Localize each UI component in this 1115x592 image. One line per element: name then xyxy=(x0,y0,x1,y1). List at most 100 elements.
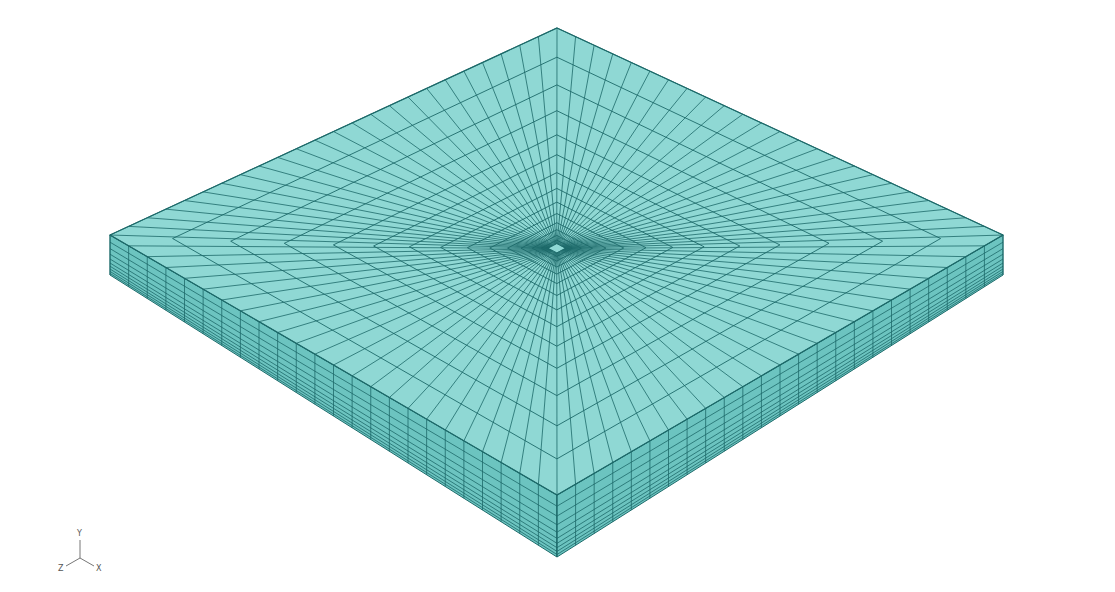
element-edge xyxy=(705,408,706,463)
mesh-radial xyxy=(559,88,687,245)
axis-label: Z xyxy=(58,565,63,573)
element-edge xyxy=(333,365,334,416)
axis-label: X xyxy=(96,565,101,573)
axis-triad xyxy=(66,540,94,566)
element-edge xyxy=(965,257,966,299)
element-edge xyxy=(389,398,390,452)
mesh-radial xyxy=(408,97,554,245)
element-edge xyxy=(947,268,948,311)
mesh-radial xyxy=(557,253,594,474)
element-edge xyxy=(1003,235,1004,275)
mesh-radial xyxy=(565,226,984,248)
element-edge xyxy=(557,495,558,557)
element-edge xyxy=(594,473,595,533)
element-edge xyxy=(835,333,836,381)
mesh-radial xyxy=(520,253,556,474)
mesh-radial xyxy=(561,123,762,246)
mesh-radial xyxy=(296,250,551,343)
mesh-radial xyxy=(501,54,556,244)
mesh-radial xyxy=(427,88,555,245)
mesh-radial xyxy=(557,253,575,484)
element-edge xyxy=(668,430,669,487)
mesh-radial xyxy=(352,123,553,246)
mesh-radial xyxy=(557,37,575,244)
element-edge xyxy=(482,452,483,510)
element-edge xyxy=(761,376,762,428)
mesh-radial xyxy=(559,252,687,420)
mesh-radial xyxy=(240,175,550,247)
mesh-radial xyxy=(203,249,550,289)
mesh-radial xyxy=(408,251,554,408)
mesh-radial xyxy=(557,45,594,244)
element-edge xyxy=(165,268,166,311)
axis-line xyxy=(66,558,80,566)
mesh-radial xyxy=(129,246,549,249)
element-edge xyxy=(742,387,743,440)
element-edge xyxy=(259,322,260,369)
mesh-radial xyxy=(334,132,553,246)
element-edge xyxy=(370,387,371,440)
mesh-radial xyxy=(562,250,799,354)
mesh-radial xyxy=(352,251,553,376)
mesh-radial xyxy=(563,250,873,311)
mesh-radial xyxy=(562,250,835,333)
mesh-radial xyxy=(563,249,891,300)
axis-label: Y xyxy=(77,530,82,538)
element-edge xyxy=(519,473,520,533)
element-edge xyxy=(798,354,799,404)
mesh-radial xyxy=(464,71,555,244)
element-edge xyxy=(277,333,278,381)
mesh-radial xyxy=(563,250,855,322)
mesh-radial xyxy=(561,251,762,376)
slab-top xyxy=(110,28,1003,495)
mesh-radial xyxy=(563,183,891,247)
mesh-radial xyxy=(389,106,553,246)
mesh-radial xyxy=(278,157,552,246)
mesh-radial xyxy=(315,140,552,246)
element-edge xyxy=(445,430,446,487)
mesh-radial xyxy=(561,251,780,365)
mesh-radial xyxy=(445,80,554,245)
mesh-radial xyxy=(559,71,650,244)
element-edge xyxy=(557,495,558,557)
mesh-radial xyxy=(538,253,556,484)
mesh-radial xyxy=(520,45,556,244)
mesh-radial xyxy=(147,249,548,257)
mesh-radial xyxy=(334,251,553,365)
element-edge xyxy=(817,343,818,392)
mesh-radial xyxy=(464,252,555,441)
mesh-radial xyxy=(203,192,550,247)
mesh-radial xyxy=(556,28,557,244)
element-edge xyxy=(687,419,688,475)
element-edge xyxy=(408,408,409,463)
mesh-radial xyxy=(558,252,631,452)
mesh-radial xyxy=(563,166,855,247)
mesh-radial xyxy=(562,250,817,343)
mesh-radial xyxy=(166,249,549,268)
element-edge xyxy=(631,452,632,510)
element-edge xyxy=(110,235,111,275)
mesh-radial xyxy=(538,37,556,244)
mesh-radial xyxy=(565,249,966,257)
element-edge xyxy=(780,365,781,416)
mesh-radial xyxy=(560,97,706,245)
element-edge xyxy=(872,311,873,357)
mesh-radial xyxy=(558,252,613,462)
mesh-radial xyxy=(389,251,553,397)
mesh-radial xyxy=(565,218,966,248)
element-edge xyxy=(184,278,185,322)
mesh-ring xyxy=(110,28,1003,495)
mesh-radial xyxy=(185,201,550,248)
element-edge xyxy=(575,484,576,545)
mesh-radial xyxy=(558,63,631,245)
element-edge xyxy=(352,376,353,428)
mesh-radial xyxy=(559,252,650,441)
element-edge xyxy=(854,322,855,369)
mesh-radial xyxy=(564,201,928,248)
axis-line xyxy=(80,540,81,558)
element-edge xyxy=(221,300,222,346)
mesh-radial xyxy=(278,250,552,333)
mesh-radial xyxy=(558,54,613,244)
